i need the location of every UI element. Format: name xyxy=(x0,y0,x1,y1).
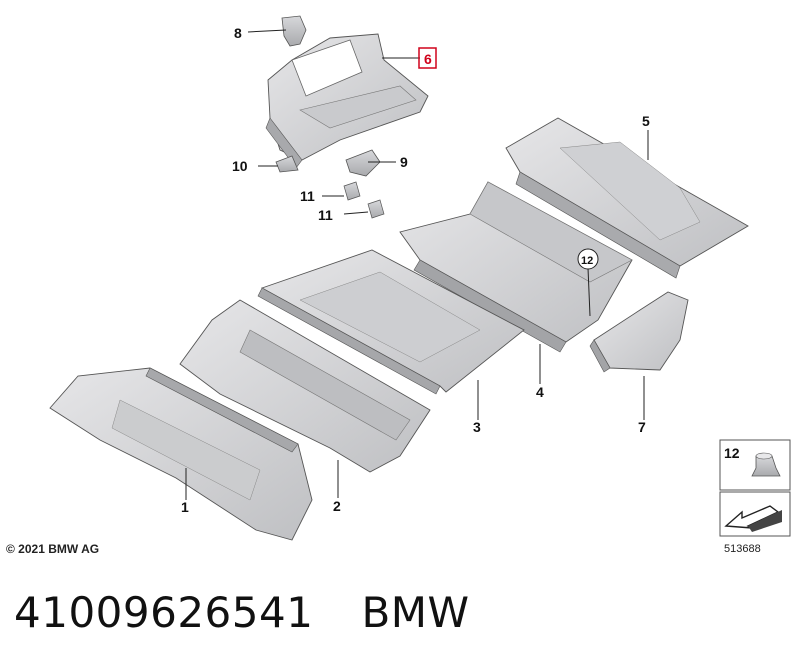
label-6: 6 xyxy=(424,51,432,67)
leader-lines xyxy=(185,29,649,500)
diagram-code: 513688 xyxy=(724,543,761,555)
part-10-bracket[interactable] xyxy=(275,155,299,173)
label-10: 10 xyxy=(232,158,248,174)
part-1-front-floor[interactable] xyxy=(49,367,313,541)
label-7: 7 xyxy=(638,419,646,435)
label-1: 1 xyxy=(181,499,189,515)
label-9: 9 xyxy=(400,154,408,170)
part-7-side-bracket[interactable] xyxy=(589,291,689,373)
label-5: 5 xyxy=(642,113,650,129)
part-number: 41009626541 xyxy=(14,588,314,637)
part-9-bracket[interactable] xyxy=(345,149,381,177)
part-2-tunnel[interactable] xyxy=(179,299,431,473)
brand-name: BMW xyxy=(361,588,470,637)
inset-part-12: 12 xyxy=(719,439,791,491)
part-11-clip-b[interactable] xyxy=(367,199,385,219)
footer-caption: 41009626541 BMW xyxy=(14,588,470,637)
part-11-clip-a[interactable] xyxy=(343,181,361,201)
part-3-floor-panel[interactable] xyxy=(257,249,525,395)
part-5-rear-panel[interactable] xyxy=(505,117,749,279)
inset-label-12: 12 xyxy=(724,445,740,461)
label-2: 2 xyxy=(333,498,341,514)
label-6-highlight-box xyxy=(418,47,437,69)
label-11b: 11 xyxy=(318,207,333,223)
inset-orientation xyxy=(719,491,791,537)
label-12: 12 xyxy=(581,255,593,267)
label-11a: 11 xyxy=(300,188,315,204)
label-3: 3 xyxy=(473,419,481,435)
label-12-circle xyxy=(577,248,599,270)
label-4: 4 xyxy=(536,384,544,400)
copyright-text: © 2021 BMW AG xyxy=(6,542,100,556)
label-8: 8 xyxy=(234,25,242,41)
part-8-bracket[interactable] xyxy=(281,15,307,47)
part-6-tray[interactable] xyxy=(265,33,429,169)
